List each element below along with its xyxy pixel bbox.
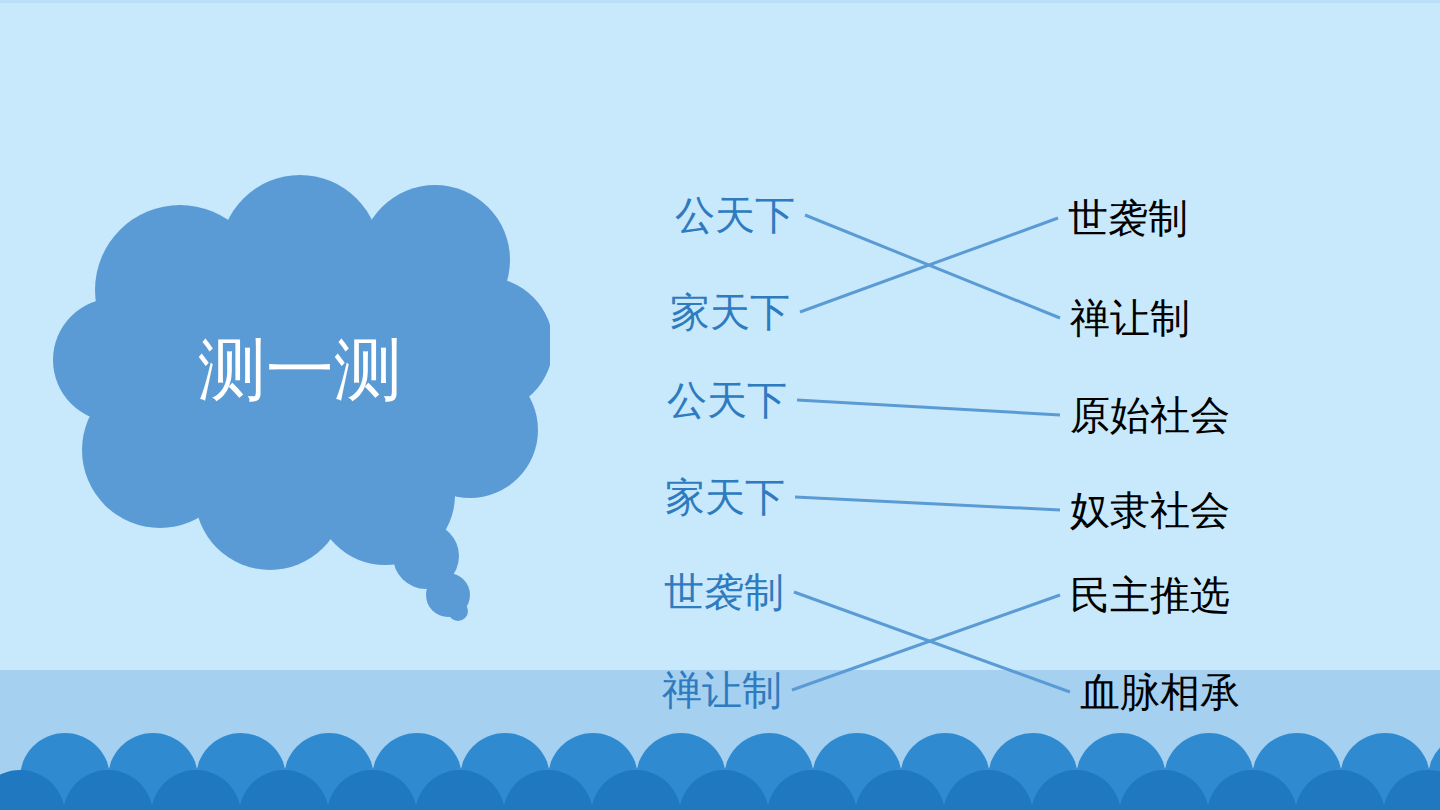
wave-scallop [503, 770, 593, 810]
match-option: 禅让制 [1066, 292, 1194, 344]
term-text: 家天下 [661, 471, 789, 523]
match-line [792, 595, 1060, 690]
wave-scallop [239, 770, 329, 810]
wave-scallop [767, 770, 857, 810]
term-text: 民主推选 [1066, 569, 1234, 621]
term-text: 血脉相承 [1076, 666, 1244, 718]
wave-scallop [1207, 770, 1297, 810]
term-text: 原始社会 [1066, 389, 1234, 441]
match-term: 禅让制 [658, 664, 786, 716]
term-text: 世袭制 [1064, 192, 1192, 244]
term-text: 世袭制 [660, 566, 788, 618]
wave-scallop [327, 770, 417, 810]
wave-scallop [415, 770, 505, 810]
wave-scallop [1031, 770, 1121, 810]
wave-scallop [151, 770, 241, 810]
term-text: 家天下 [666, 286, 794, 338]
wave-scallop [591, 770, 681, 810]
wave-row [0, 733, 1440, 810]
match-option: 民主推选 [1066, 569, 1234, 621]
match-term: 公天下 [663, 374, 791, 426]
thought-cloud: 测一测 [50, 170, 550, 570]
match-term: 公天下 [671, 189, 799, 241]
match-term: 家天下 [666, 286, 794, 338]
wave-scallop [1295, 770, 1385, 810]
wave-scallop [1383, 770, 1440, 810]
wave-scallop [1119, 770, 1209, 810]
wave-scallop [855, 770, 945, 810]
term-text: 禅让制 [1066, 292, 1194, 344]
match-term: 世袭制 [660, 566, 788, 618]
match-option: 奴隶社会 [1066, 484, 1234, 536]
match-line [795, 497, 1060, 510]
match-option: 世袭制 [1064, 192, 1192, 244]
match-option: 血脉相承 [1076, 666, 1244, 718]
term-text: 禅让制 [658, 664, 786, 716]
wave-scallop [943, 770, 1033, 810]
match-line [800, 218, 1058, 312]
thought-bubble [448, 601, 468, 621]
match-line [797, 400, 1060, 415]
wave-scallop [679, 770, 769, 810]
term-text: 公天下 [671, 189, 799, 241]
wave-scallop [0, 770, 65, 810]
match-option: 原始社会 [1066, 389, 1234, 441]
wave-scallop [63, 770, 153, 810]
term-text: 奴隶社会 [1066, 484, 1234, 536]
term-text: 公天下 [663, 374, 791, 426]
match-term: 家天下 [661, 471, 789, 523]
top-edge [0, 0, 1440, 3]
cloud-label: 测一测 [50, 170, 550, 570]
